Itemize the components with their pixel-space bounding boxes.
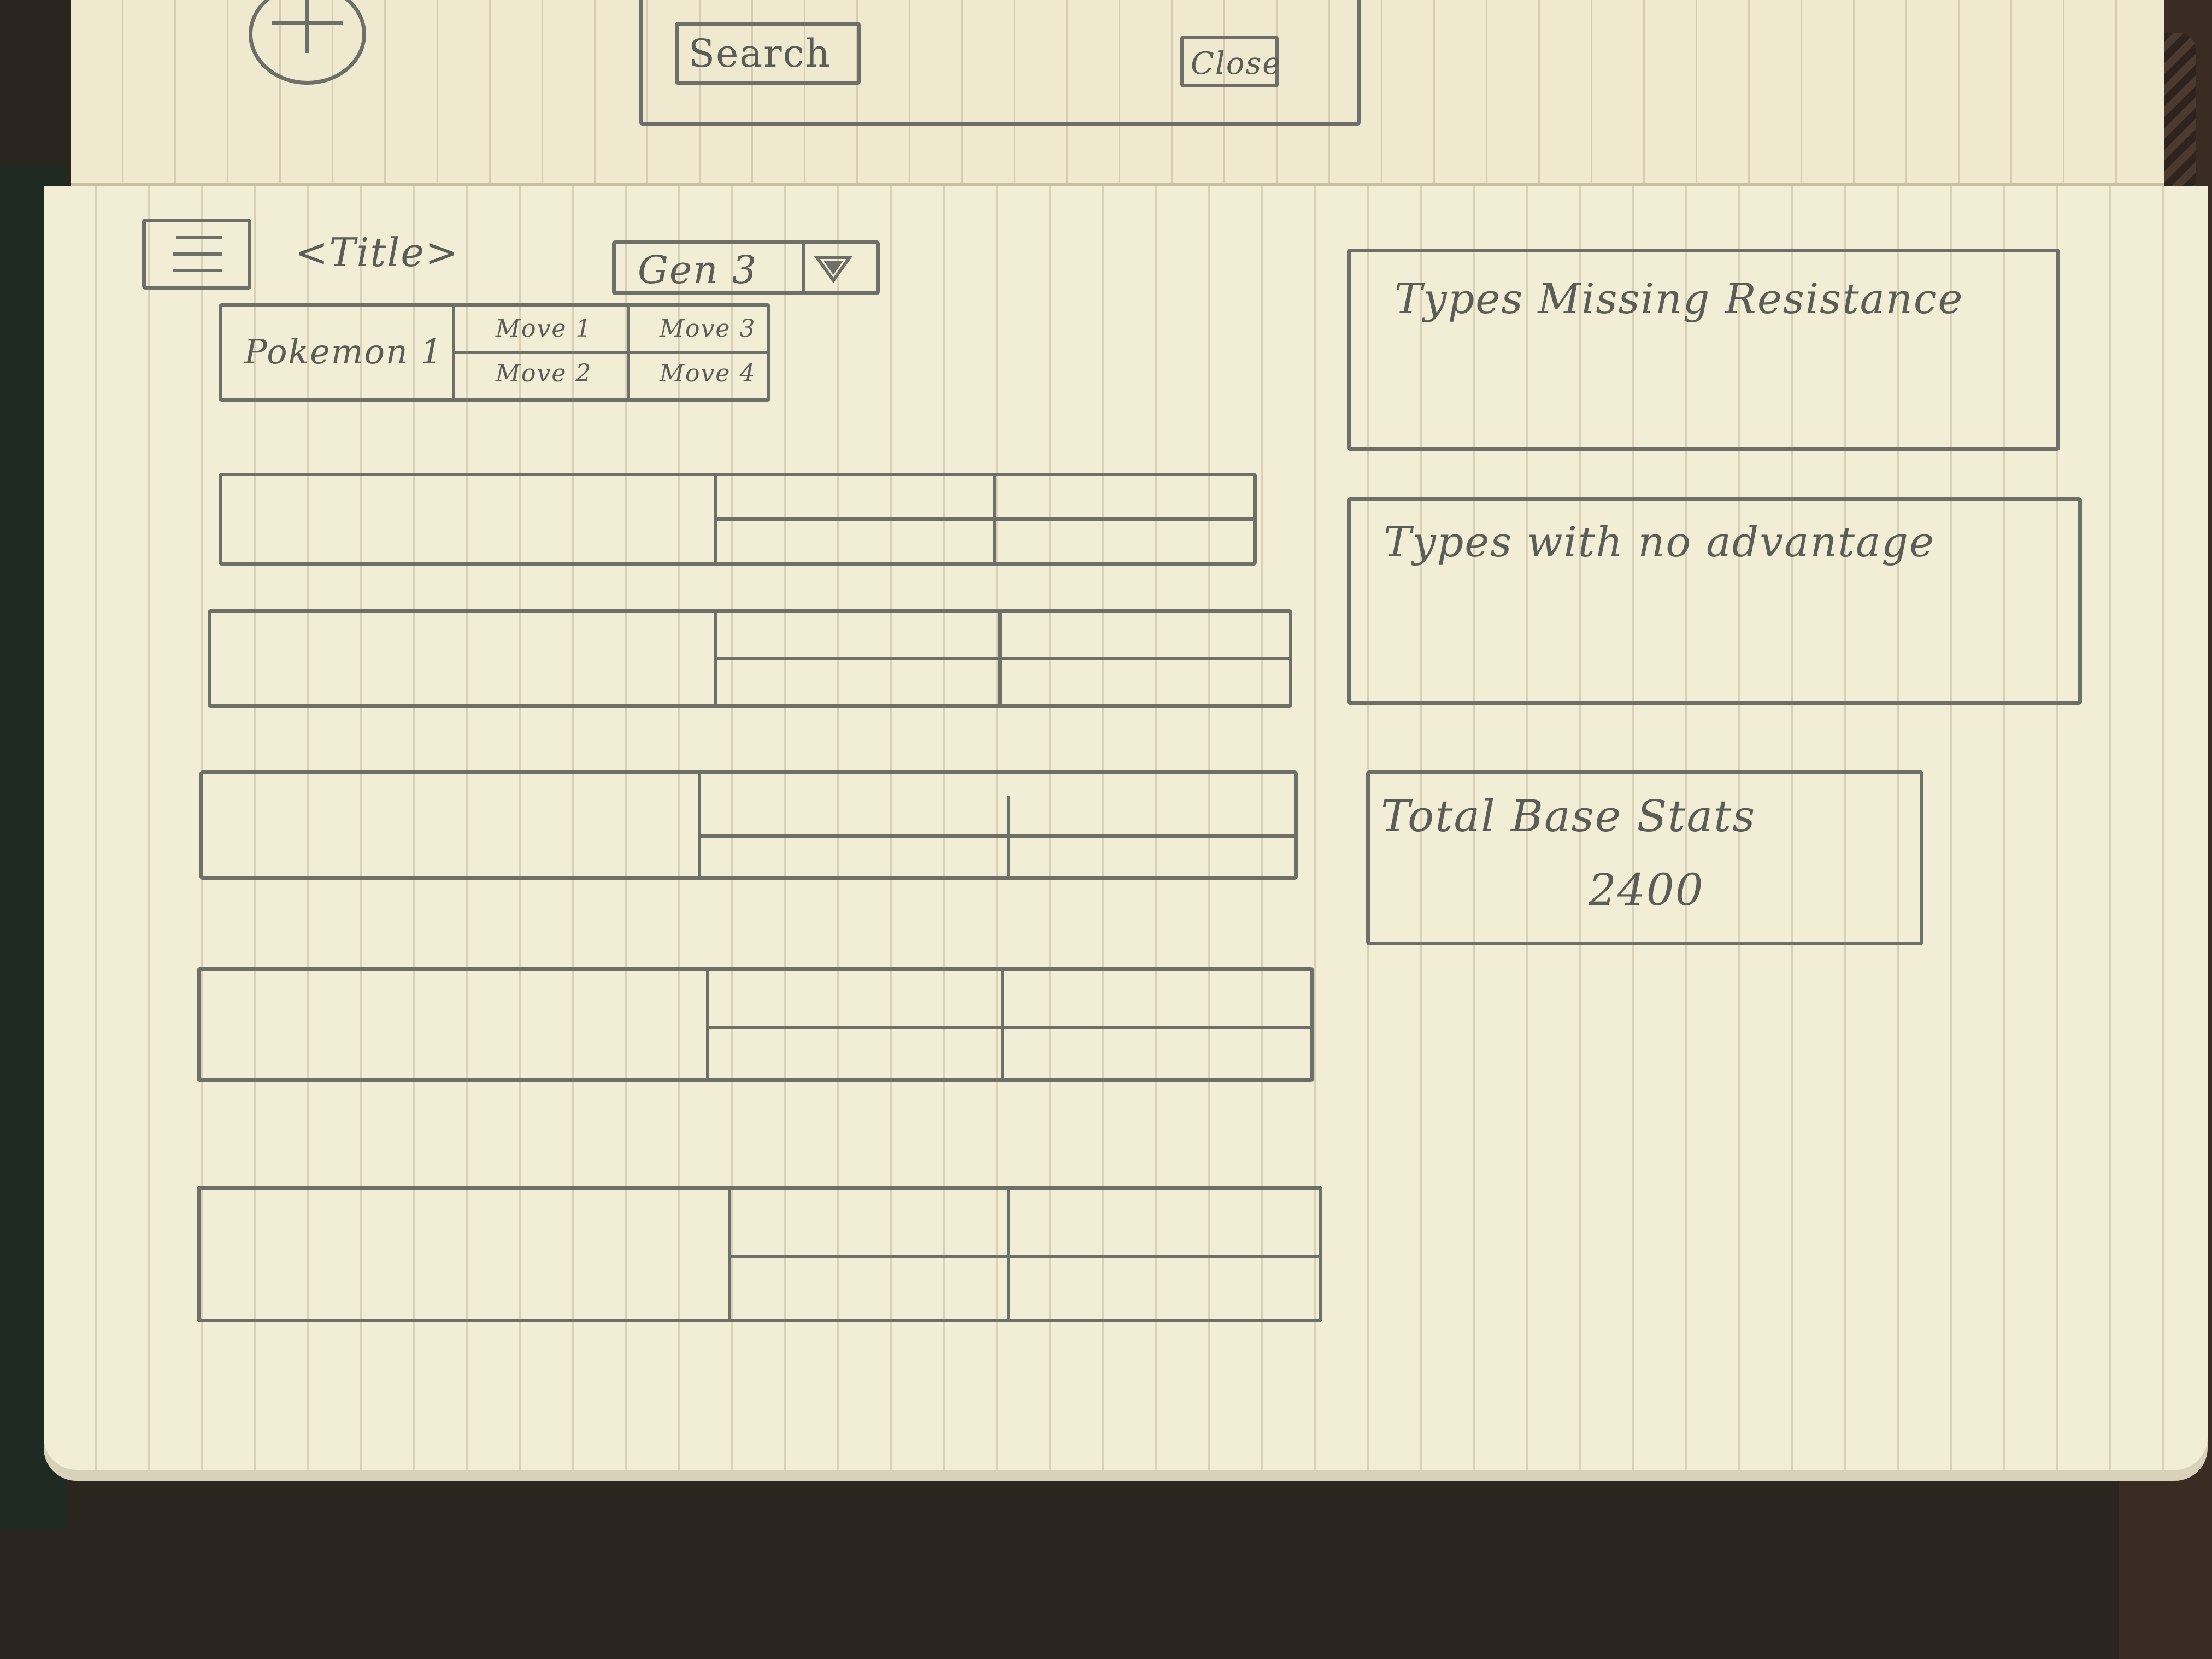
- team-row[interactable]: [208, 609, 1292, 708]
- move-4-label: Move 4: [660, 360, 756, 387]
- base-stats-value: 2400: [1589, 864, 1704, 915]
- top-page: Search Close: [71, 0, 2164, 189]
- no-advantage-title: Types with no advantage: [1384, 517, 1935, 566]
- search-button[interactable]: Search: [675, 22, 861, 85]
- hamburger-icon: [173, 236, 222, 272]
- missing-resistance-title: Types Missing Resistance: [1395, 274, 1964, 323]
- move-2-label: Move 2: [496, 360, 592, 387]
- generation-select[interactable]: Gen 3: [612, 240, 880, 295]
- move-1-label: Move 1: [496, 315, 592, 343]
- generation-select-value: Gen 3: [638, 248, 758, 292]
- close-button[interactable]: Close: [1180, 36, 1282, 87]
- team-row[interactable]: [197, 967, 1314, 1082]
- team-row[interactable]: [219, 473, 1257, 566]
- search-button-label: Search: [689, 31, 831, 76]
- base-stats-title: Total Base Stats: [1381, 791, 1756, 842]
- add-button[interactable]: [249, 0, 366, 85]
- team-table-header: Pokemon 1 Move 1 Move 3 Move 2 Move 4: [219, 303, 770, 402]
- no-advantage-panel: Types with no advantage: [1347, 497, 2082, 705]
- page-title: <Title>: [295, 230, 460, 275]
- plus-icon: [272, 0, 343, 53]
- close-button-label: Close: [1191, 46, 1282, 81]
- base-stats-panel: Total Base Stats 2400: [1366, 770, 1923, 945]
- team-row[interactable]: [197, 1186, 1322, 1322]
- main-page: <Title> Gen 3 Pokemon 1 Move 1 Move 3 Mo…: [44, 186, 2208, 1470]
- missing-resistance-panel: Types Missing Resistance: [1347, 249, 2060, 451]
- pokemon-label: Pokemon 1: [244, 332, 443, 372]
- move-3-label: Move 3: [660, 315, 756, 343]
- search-dialog: [639, 0, 1361, 126]
- team-row[interactable]: [199, 770, 1298, 880]
- menu-button[interactable]: [142, 219, 251, 290]
- triangle-down-icon: [814, 256, 853, 284]
